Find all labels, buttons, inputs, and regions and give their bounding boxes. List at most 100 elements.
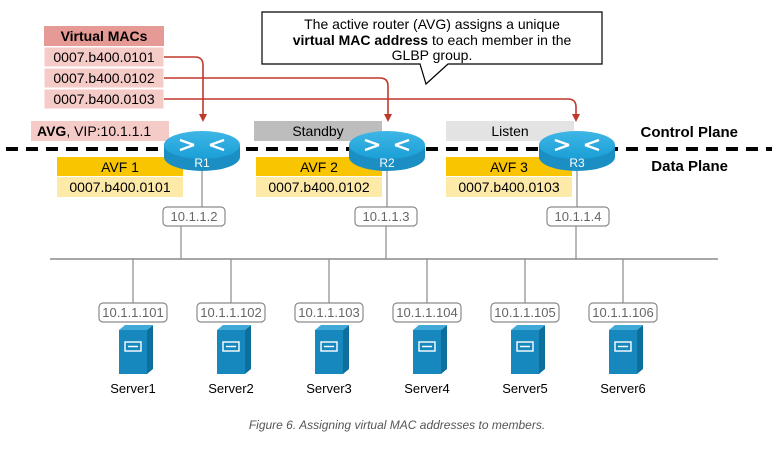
server-side: [343, 325, 349, 374]
server-icon: [511, 330, 539, 374]
server-side: [539, 325, 545, 374]
server-name: Server1: [110, 381, 156, 396]
server-ip-box: [196, 302, 266, 323]
server-icon: [119, 330, 147, 374]
callout: The active router (AVG) assigns a unique…: [261, 11, 603, 86]
callout-line-1: The active router (AVG) assigns a unique: [304, 16, 560, 32]
control-plane-label: Control Plane: [640, 124, 738, 141]
avf-1: AVF 1 0007.b400.0101: [57, 157, 183, 197]
server-side: [637, 325, 643, 374]
server-name: Server6: [600, 381, 646, 396]
server-top: [315, 325, 349, 330]
avf-1-mac: 0007.b400.0101: [69, 179, 170, 195]
server-ip-box: [588, 302, 658, 323]
server-side: [147, 325, 153, 374]
server-top: [609, 325, 643, 330]
virtual-mac-table: Virtual MACs 0007.b400.0101 0007.b400.01…: [43, 26, 165, 110]
data-plane-label: Data Plane: [651, 158, 728, 175]
server-name: Server5: [502, 381, 548, 396]
avg-vip: , VIP:10.1.1.1: [66, 123, 151, 139]
router-arrows-icon: [364, 138, 410, 152]
virtual-mac-entry-3: 0007.b400.0103: [53, 91, 154, 107]
server-ip-box: [294, 302, 364, 323]
server-icon: [315, 330, 343, 374]
arrow-to-r1: [164, 56, 207, 122]
callout-bold: virtual MAC address: [293, 32, 429, 48]
server-name: Server2: [208, 381, 254, 396]
virtual-mac-entry-2: 0007.b400.0102: [53, 70, 154, 86]
server-icon: [217, 330, 245, 374]
server-drive-bay: [418, 341, 436, 352]
router-links: [180, 168, 578, 259]
avf-3: AVF 3 0007.b400.0103: [446, 157, 572, 197]
router-r1-name: R1: [194, 156, 210, 170]
arrow-to-r2: [164, 77, 392, 122]
server-ip: 10.1.1.103: [298, 305, 359, 320]
server-side: [441, 325, 447, 374]
server-ip: 10.1.1.101: [102, 305, 163, 320]
avg-text: AVG, VIP:10.1.1.1: [37, 123, 151, 139]
server-ip-box: [392, 302, 462, 323]
router-r3: R3: [539, 131, 615, 171]
role-labels: Standby Listen: [254, 121, 574, 141]
router-r3-ip: 10.1.1.4: [555, 209, 602, 224]
callout-rest: to each member in the: [428, 32, 571, 48]
server-top: [217, 325, 251, 330]
standby-label: Standby: [292, 123, 343, 139]
avg-label: AVG, VIP:10.1.1.1: [31, 121, 169, 141]
server-top: [119, 325, 153, 330]
server-links: [132, 259, 624, 303]
avf-3-mac: 0007.b400.0103: [458, 179, 559, 195]
listen-label: Listen: [491, 123, 528, 139]
server-name: Server4: [404, 381, 450, 396]
router-r1-ip: 10.1.1.2: [171, 209, 218, 224]
server-top: [511, 325, 545, 330]
server-icon: [413, 330, 441, 374]
server-ip: 10.1.1.104: [396, 305, 457, 320]
server-name: Server3: [306, 381, 352, 396]
router-r3-name: R3: [569, 156, 585, 170]
servers: 10.1.1.101Server110.1.1.102Server210.1.1…: [98, 302, 658, 396]
avf-2-label: AVF 2: [300, 159, 338, 175]
server-top: [413, 325, 447, 330]
server-drive-bay: [516, 341, 534, 352]
avf-1-label: AVF 1: [101, 159, 139, 175]
router-r2: R2: [349, 131, 425, 171]
figure-caption: Figure 6. Assigning virtual MAC addresse…: [249, 418, 545, 432]
router-r1: R1: [164, 131, 240, 171]
avf-2: AVF 2 0007.b400.0102: [256, 157, 382, 197]
router-ip-labels: 10.1.1.2 10.1.1.3 10.1.1.4: [162, 206, 610, 227]
assignment-arrows: [164, 56, 580, 122]
avf-3-label: AVF 3: [490, 159, 528, 175]
server-ip-box: [490, 302, 560, 323]
router-arrows-icon: [554, 138, 600, 152]
router-arrows-icon: [179, 138, 225, 152]
arrow-to-r3: [164, 98, 580, 122]
server-drive-bay: [124, 341, 142, 352]
server-side: [245, 325, 251, 374]
server-drive-bay: [222, 341, 240, 352]
avf-2-mac: 0007.b400.0102: [268, 179, 369, 195]
virtual-mac-entry-1: 0007.b400.0101: [53, 49, 154, 65]
server-icon: [609, 330, 637, 374]
server-ip: 10.1.1.105: [494, 305, 555, 320]
router-r2-ip: 10.1.1.3: [363, 209, 410, 224]
server-ip: 10.1.1.102: [200, 305, 261, 320]
callout-line-3: GLBP group.: [392, 47, 473, 63]
avg-bold: AVG: [37, 123, 66, 139]
server-drive-bay: [320, 341, 338, 352]
server-ip-box: [98, 302, 168, 323]
virtual-mac-header: Virtual MACs: [61, 28, 148, 44]
server-ip: 10.1.1.106: [592, 305, 653, 320]
server-drive-bay: [614, 341, 632, 352]
router-r2-name: R2: [379, 156, 395, 170]
callout-line-2: virtual MAC address to each member in th…: [293, 32, 572, 48]
